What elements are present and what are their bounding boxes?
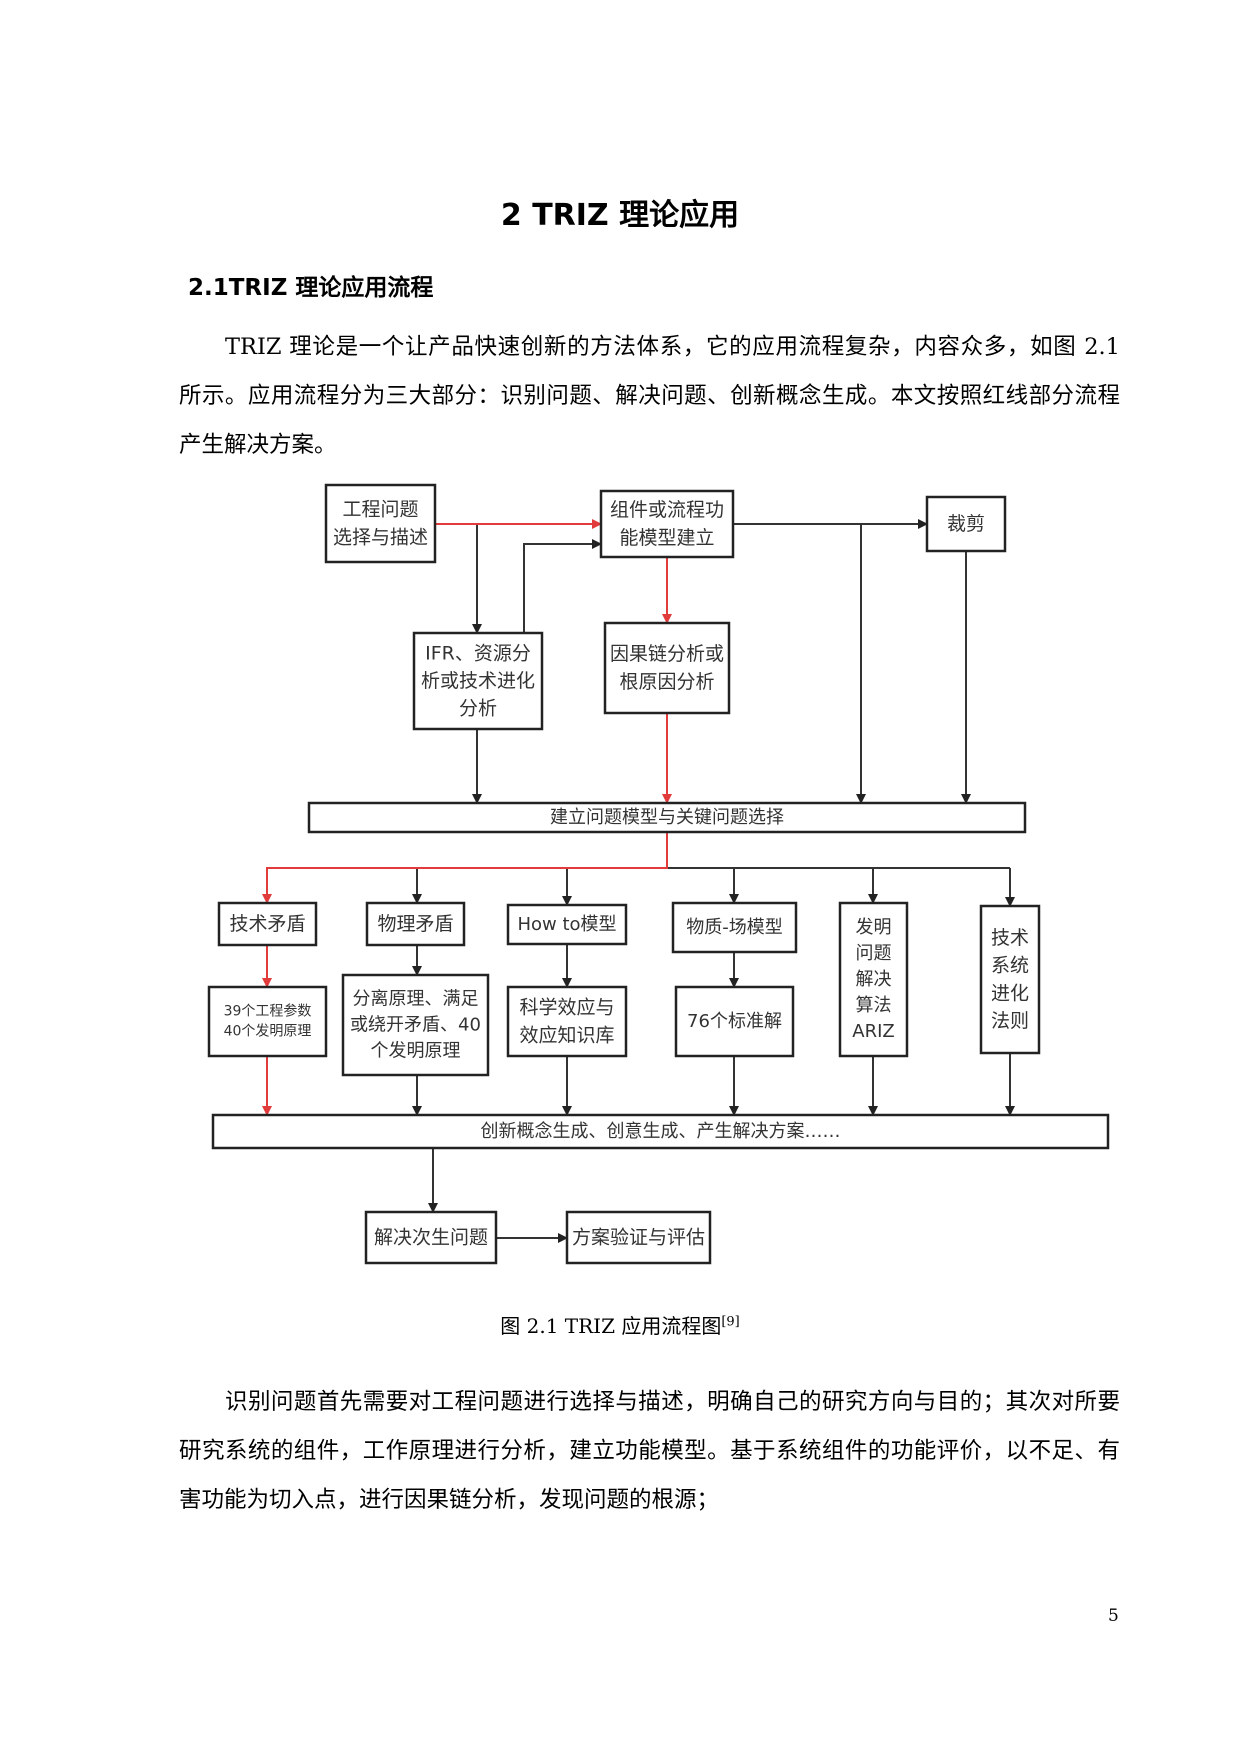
box-label: 76个标准解 [687,1011,782,1032]
box-frame [207,985,328,1058]
box-frame [599,489,735,559]
box-problem-model: 建立问题模型与关键问题选择 [307,801,1027,834]
box-label: 建立问题模型与关键问题选择 [550,807,784,828]
box-concept: 创新概念生成、创意生成、产生解决方案…… [211,1113,1110,1150]
connector-arrow [262,832,668,904]
page-number: 5 [1108,1606,1119,1626]
paragraph-1-text: TRIZ 理论是一个让产品快速创新的方法体系，它的应用流程复杂，内容众多，如图 … [179,334,1120,458]
box-phys-contradiction: 物理矛盾 [365,901,466,947]
box-label: 算法 [856,995,892,1016]
box-label: 物质-场模型 [686,917,783,938]
box-label: 根原因分析 [619,671,714,693]
box-frame [671,901,798,954]
box-frame [324,483,437,564]
box-frame [506,985,628,1058]
caption-text: 图 2.1 TRIZ 应用流程图 [500,1314,722,1338]
box-label: 解决次生问题 [374,1227,488,1249]
box-label: 进化 [991,982,1029,1004]
box-frame [217,901,318,947]
box-label: 析或技术进化 [421,670,535,692]
box-label: 个发明原理 [371,1041,461,1062]
box-howto: How to模型 [506,903,628,946]
connector-arrow [523,539,602,633]
box-trimming: 裁剪 [925,495,1007,553]
box-label: 技术 [991,927,1029,949]
box-label: 39个工程参数 [224,1002,312,1019]
box-label: 分析 [459,698,497,720]
box-frame [341,973,490,1077]
box-su-field: 物质-场模型 [671,901,798,954]
box-frame [211,1113,1110,1150]
box-label: 或绕开矛盾、40 [350,1015,481,1036]
section-heading: 2.1TRIZ 理论应用流程 [188,275,434,301]
box-label: 组件或流程功 [610,499,724,521]
caption-reference: [9] [721,1314,740,1330]
box-standard: 76个标准解 [674,985,795,1058]
box-frame [603,621,731,715]
box-frame [925,495,1007,553]
box-tech-contradiction: 技术矛盾 [217,901,318,947]
box-label: 技术矛盾 [229,913,305,935]
box-label: 工程问题 [342,499,418,521]
box-params: 39个工程参数 40个发明原理 [207,985,328,1058]
box-label: IFR、资源分 [425,642,531,664]
box-frame [979,904,1041,1055]
box-label: 解决 [856,969,892,990]
box-frame [365,901,466,947]
box-frame [307,801,1027,834]
box-frame [838,901,909,1058]
box-evaluation: 方案验证与评估 [565,1210,712,1265]
paragraph-2: 识别问题首先需要对工程问题进行选择与描述，明确自己的研究方向与目的；其次对所要研… [179,1378,1120,1525]
box-label: 科学效应与 [519,997,614,1019]
box-label: 方案验证与评估 [572,1227,705,1249]
box-label: ARIZ [852,1021,894,1042]
box-label: 问题 [856,943,892,964]
box-label: 能模型建立 [619,527,714,549]
box-label: 创新概念生成、创意生成、产生解决方案…… [481,1120,841,1142]
box-label: 物理矛盾 [377,913,453,935]
box-label: 因果链分析或 [610,643,724,665]
paragraph-1: TRIZ 理论是一个让产品快速创新的方法体系，它的应用流程复杂，内容众多，如图 … [179,323,1120,470]
box-label: How to模型 [517,914,616,935]
box-frame [412,631,544,731]
box-label: 分离原理、满足 [353,988,479,1009]
box-frame [565,1210,712,1265]
box-label: 发明 [856,917,892,938]
box-frame [674,985,795,1058]
box-label: 裁剪 [947,513,985,535]
box-label: 选择与描述 [333,526,428,548]
box-label: 系统 [991,955,1029,977]
box-label: 40个发明原理 [224,1024,312,1040]
box-label: 效应知识库 [519,1024,614,1046]
chapter-title: 2 TRIZ 理论应用 [500,198,740,233]
box-frame [506,903,628,946]
box-frame [364,1210,498,1265]
paragraph-2-text: 识别问题首先需要对工程问题进行选择与描述，明确自己的研究方向与目的；其次对所要研… [179,1389,1120,1513]
figure-caption: 图 2.1 TRIZ 应用流程图[9] [0,1310,1240,1339]
box-label: 法则 [991,1010,1029,1032]
box-secondary: 解决次生问题 [364,1210,498,1265]
